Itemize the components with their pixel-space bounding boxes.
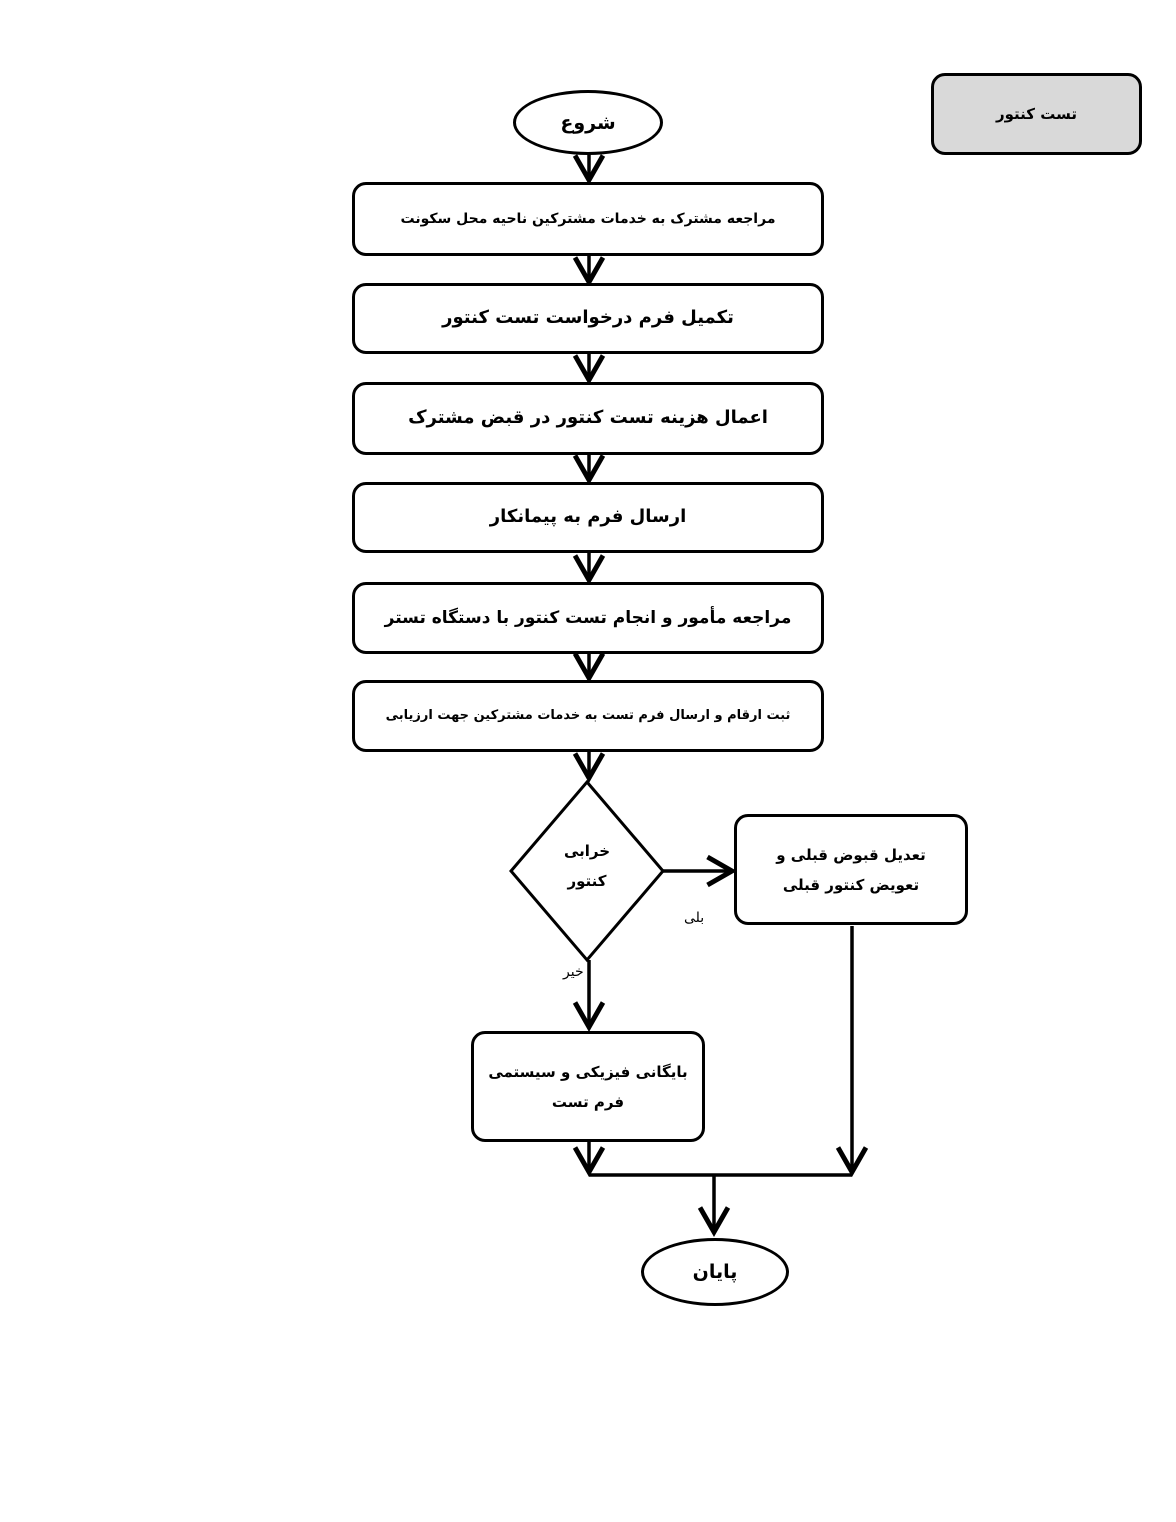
yes-branch-label: تعدیل قبوض قبلی و تعویض کنتور قبلی <box>776 845 926 894</box>
chart-title-box: تست کنتور <box>931 73 1142 155</box>
step-4-label: ارسال فرم به پیمانکار <box>489 506 687 528</box>
decision-line-2: کنتور <box>567 872 607 890</box>
step-6-label: ثبت ارقام و ارسال فرم تست به خدمات مشترک… <box>385 707 791 723</box>
end-label: پایان <box>692 1261 738 1283</box>
step-1-label: مراجعه مشترک به خدمات مشترکین ناحیه محل … <box>400 210 776 227</box>
no-branch-box: بایگانی فیزیکی و سیستمی فرم تست <box>471 1031 705 1142</box>
step-2-box: تکمیل فرم درخواست تست کنتور <box>352 283 824 354</box>
step-6-box: ثبت ارقام و ارسال فرم تست به خدمات مشترک… <box>352 680 824 752</box>
decision-label: خرابی کنتور <box>537 836 637 896</box>
step-5-box: مراجعه مأمور و انجام تست کنتور با دستگاه… <box>352 582 824 654</box>
yes-label: بلی <box>684 910 705 926</box>
end-terminal: پایان <box>641 1238 789 1306</box>
step-3-box: اعمال هزینه تست کنتور در قبض مشترک <box>352 382 824 455</box>
decision-line-1: خرابی <box>563 842 611 860</box>
chart-title: تست کنتور <box>996 104 1078 123</box>
step-4-box: ارسال فرم به پیمانکار <box>352 482 824 553</box>
start-label: شروع <box>560 111 616 134</box>
decision-diamond <box>509 779 665 963</box>
step-1-box: مراجعه مشترک به خدمات مشترکین ناحیه محل … <box>352 182 824 256</box>
start-terminal: شروع <box>513 90 663 155</box>
no-label: خیر <box>563 964 584 980</box>
yes-branch-box: تعدیل قبوض قبلی و تعویض کنتور قبلی <box>734 814 968 925</box>
step-2-label: تکمیل فرم درخواست تست کنتور <box>442 307 734 329</box>
step-3-label: اعمال هزینه تست کنتور در قبض مشترک <box>408 407 768 429</box>
no-branch-label: بایگانی فیزیکی و سیستمی فرم تست <box>488 1062 688 1111</box>
step-5-label: مراجعه مأمور و انجام تست کنتور با دستگاه… <box>384 607 792 628</box>
